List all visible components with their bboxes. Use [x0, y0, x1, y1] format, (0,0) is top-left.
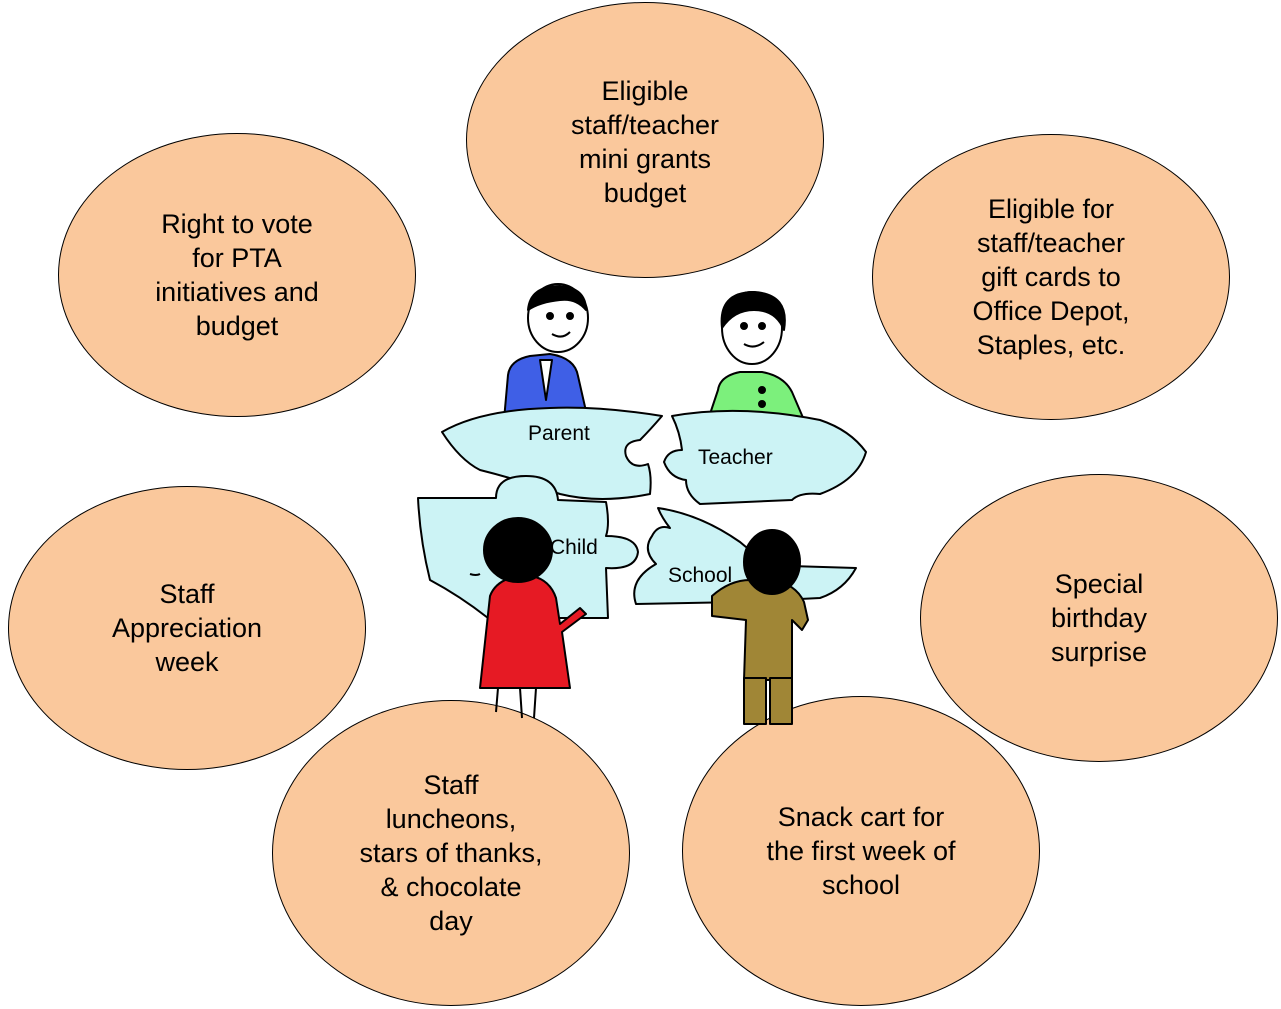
bubble-right-to-vote: Right to vote for PTA initiatives and bu… — [58, 133, 416, 417]
school-figure — [711, 529, 809, 725]
bubble-birthday-text: Special birthday surprise — [1050, 569, 1148, 667]
puzzle-label-parent: Parent — [528, 422, 590, 445]
bubble-birthday: Special birthday surprise — [920, 474, 1278, 762]
bubble-right-to-vote-text: Right to vote for PTA initiatives and bu… — [155, 209, 319, 341]
bubble-snack-cart: Snack cart for the first week of school — [682, 696, 1040, 1006]
bubble-luncheons: Staff luncheons, stars of thanks, & choc… — [272, 700, 630, 1006]
bubble-gift-cards-text: Eligible for staff/teacher gift cards to… — [972, 194, 1130, 360]
bubble-gift-cards: Eligible for staff/teacher gift cards to… — [872, 134, 1230, 420]
puzzle-label-child: Child — [550, 536, 598, 559]
bubble-mini-grants: Eligible staff/teacher mini grants budge… — [466, 2, 824, 278]
puzzle-label-teacher: Teacher — [698, 446, 773, 469]
bubble-appreciation-week: Staff Appreciation week — [8, 486, 366, 770]
teacher-figure — [707, 291, 805, 421]
bubble-snack-cart-text: Snack cart for the first week of school — [766, 802, 956, 900]
bubble-appreciation-week-text: Staff Appreciation week — [111, 579, 263, 677]
puzzle-label-school: School — [668, 564, 732, 587]
puzzle-people-illustration: Parent Teacher Child School — [417, 283, 867, 725]
bubble-luncheons-text: Staff luncheons, stars of thanks, & choc… — [359, 770, 543, 936]
child-figure — [469, 517, 587, 719]
bubble-mini-grants-text: Eligible staff/teacher mini grants budge… — [570, 76, 720, 208]
